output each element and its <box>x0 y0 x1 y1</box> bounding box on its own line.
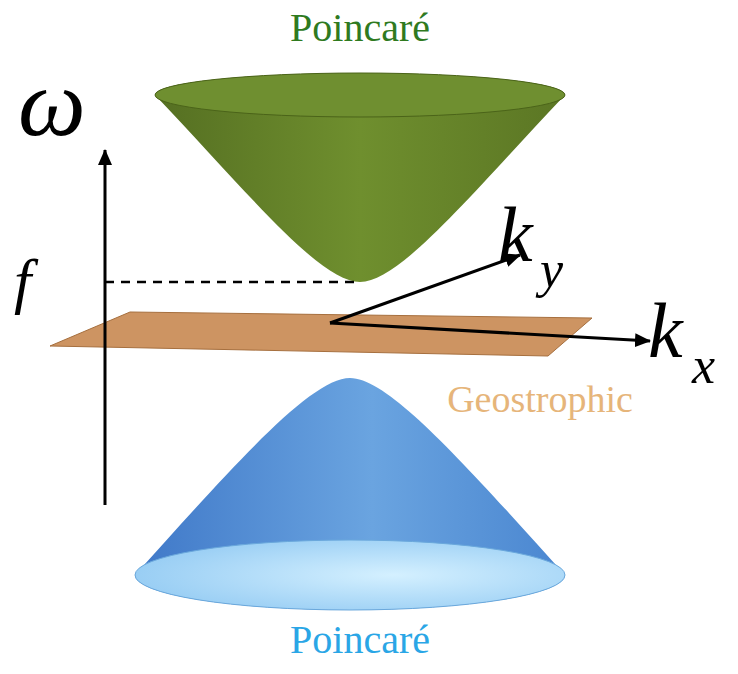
poincare-label: Poincaré <box>290 8 430 48</box>
y-subscript: y <box>540 244 563 296</box>
k-symbol: k <box>648 292 683 370</box>
k-symbol: k <box>498 196 533 274</box>
omega-symbol: ω <box>18 55 86 151</box>
poincare-label: Poincaré <box>290 620 430 660</box>
omega-axis <box>104 150 107 505</box>
f-level-line <box>105 281 358 284</box>
upper-cone <box>155 73 565 282</box>
x-subscript: x <box>692 340 715 392</box>
geostrophic-label: Geostrophic <box>447 380 633 418</box>
kx-axis <box>330 323 650 341</box>
f-symbol: f <box>14 250 31 312</box>
ky-axis <box>330 255 520 323</box>
